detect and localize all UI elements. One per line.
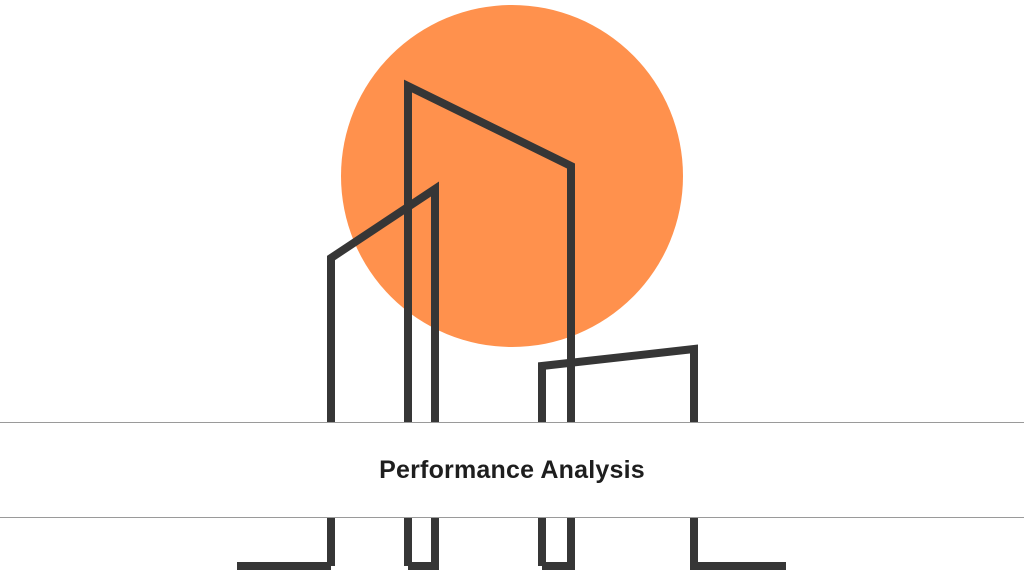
title-band: Performance Analysis: [0, 422, 1024, 518]
building-left: [327, 181, 439, 570]
page-title: Performance Analysis: [379, 455, 645, 484]
building-tall: [404, 79, 575, 570]
sun-circle: [341, 5, 683, 347]
